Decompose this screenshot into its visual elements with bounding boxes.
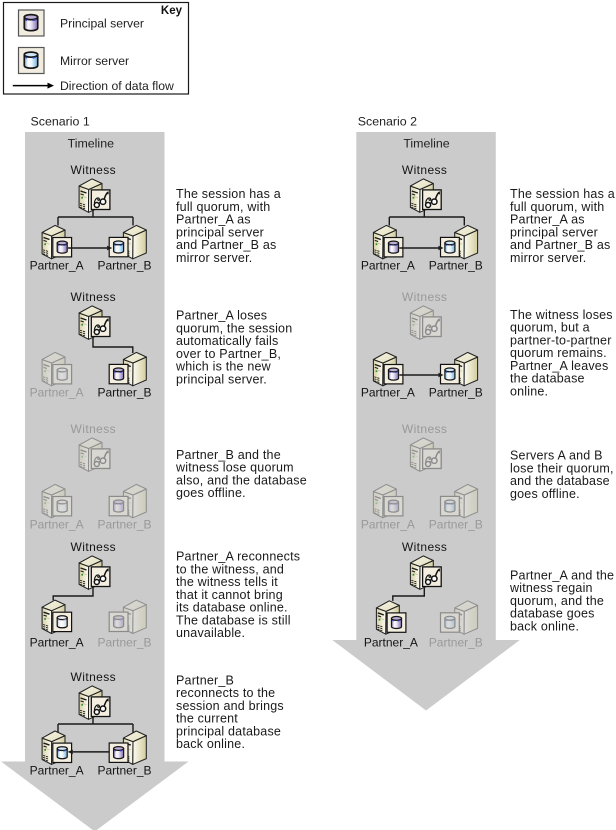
svg-text:Witness: Witness xyxy=(402,422,447,436)
svg-text:Partner_B: Partner_B xyxy=(429,636,483,650)
svg-text:Witness: Witness xyxy=(402,540,447,554)
svg-text:Direction of data flow: Direction of data flow xyxy=(60,79,174,93)
svg-text:Witness: Witness xyxy=(71,163,116,177)
svg-text:Witness: Witness xyxy=(402,163,447,177)
svg-text:Partner_A: Partner_A xyxy=(361,386,415,400)
svg-text:Partner_A: Partner_A xyxy=(30,764,84,778)
svg-text:Partner_B: Partner_B xyxy=(97,259,151,273)
svg-text:Key: Key xyxy=(161,5,183,17)
svg-text:Mirror server: Mirror server xyxy=(60,54,129,68)
svg-text:Partner_B: Partner_B xyxy=(429,386,483,400)
svg-text:Timeline: Timeline xyxy=(403,137,449,151)
svg-text:Partner_B: Partner_B xyxy=(97,764,151,778)
svg-text:Partner_B: Partner_B xyxy=(429,518,483,532)
svg-text:Partner_B: Partner_B xyxy=(97,518,151,532)
svg-text:Scenario 2: Scenario 2 xyxy=(358,114,417,128)
svg-text:Partner_B: Partner_B xyxy=(97,386,151,400)
svg-text:Principal server: Principal server xyxy=(60,17,144,31)
svg-text:Witness: Witness xyxy=(71,290,116,304)
svg-text:Partner_A: Partner_A xyxy=(364,636,418,650)
svg-text:Timeline: Timeline xyxy=(68,137,114,151)
svg-text:Partner_A: Partner_A xyxy=(361,259,415,273)
svg-text:Witness: Witness xyxy=(402,290,447,304)
svg-text:Partner_A: Partner_A xyxy=(30,636,84,650)
svg-text:Witness: Witness xyxy=(71,670,116,684)
svg-text:Partner_A: Partner_A xyxy=(30,386,84,400)
svg-text:Witness: Witness xyxy=(71,540,116,554)
svg-text:Witness: Witness xyxy=(71,422,116,436)
svg-text:Partner_A: Partner_A xyxy=(361,518,415,532)
svg-text:Partner_A: Partner_A xyxy=(30,518,84,532)
svg-text:Partner_B: Partner_B xyxy=(429,259,483,273)
svg-text:Partner_A: Partner_A xyxy=(30,259,84,273)
svg-text:Scenario 1: Scenario 1 xyxy=(31,114,90,128)
svg-text:Partner_B: Partner_B xyxy=(97,636,151,650)
